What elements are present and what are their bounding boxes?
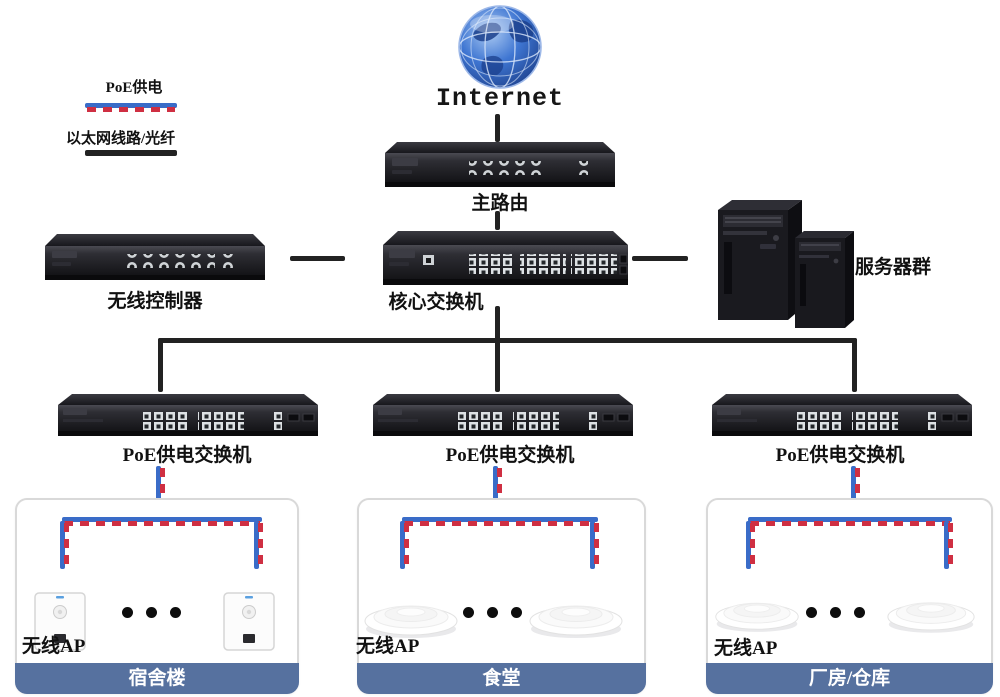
poe-switch-3-label: PoE供电交换机	[775, 445, 905, 466]
legend-ethernet-line-sample-icon	[85, 150, 177, 156]
zone-1-poe-drop-right	[254, 521, 263, 569]
ceiling-ap-icon	[714, 593, 800, 635]
server-group-icon	[700, 198, 860, 333]
poe-feed-zone-2	[493, 466, 502, 523]
core-switch-icon	[383, 228, 628, 288]
ceiling-ap-icon	[528, 596, 624, 640]
ceiling-ap-icon	[363, 596, 459, 640]
ellipsis-dots-icon	[122, 607, 181, 618]
zone-2-ap-label: 无线AP	[356, 636, 420, 657]
wireless-controller-icon	[45, 232, 265, 284]
internet-label: Internet	[435, 84, 565, 113]
zone-canteen-name-bar: 食堂	[357, 663, 646, 694]
poe-feed-zone-1	[156, 466, 165, 523]
link-internet-router	[495, 114, 500, 142]
zone-dormitory-name-bar: 宿舍楼	[15, 663, 299, 694]
link-router-coreswitch	[495, 211, 500, 230]
core-switch-label: 核心交换机	[388, 292, 484, 313]
legend-ethernet-label: 以太网线路/光纤	[66, 131, 176, 147]
ellipsis-dots-icon	[463, 607, 522, 618]
wireless-controller-label: 无线控制器	[107, 291, 203, 312]
poe-switch-1-label: PoE供电交换机	[122, 445, 252, 466]
poe-switch-2-label: PoE供电交换机	[445, 445, 575, 466]
zone-3-poe-trunk	[748, 517, 952, 526]
poe-feed-zone-3	[851, 466, 860, 523]
main-router-label: 主路由	[471, 193, 529, 214]
zone-1-ap-label: 无线AP	[22, 636, 86, 657]
server-group-label: 服务器群	[855, 257, 932, 278]
legend-poe-label: PoE供电	[105, 80, 163, 96]
link-controller-coreswitch	[290, 256, 345, 261]
distribution-bus-line	[158, 338, 857, 343]
zone-factory-name-bar: 厂房/仓库	[706, 663, 993, 694]
link-bus-poeswitch-3	[852, 338, 857, 392]
zone-2-poe-drop-left	[400, 521, 409, 569]
link-coreswitch-servers	[632, 256, 688, 261]
link-bus-poeswitch-2	[495, 338, 500, 392]
poe-switch-3-icon	[712, 392, 972, 438]
zone-3-ap-label: 无线AP	[714, 638, 778, 659]
wall-ap-icon	[222, 590, 276, 652]
poe-switch-2-icon	[373, 392, 633, 438]
ellipsis-dots-icon	[806, 607, 865, 618]
zone-3-poe-drop-right	[944, 521, 953, 569]
legend-poe-line-sample-icon	[85, 103, 177, 112]
zone-2-poe-trunk	[402, 517, 598, 526]
ceiling-ap-icon	[886, 593, 976, 635]
internet-globe-icon	[454, 4, 546, 90]
zone-1-poe-drop-left	[60, 521, 69, 569]
zone-3-poe-drop-left	[746, 521, 755, 569]
zone-2-poe-drop-right	[590, 521, 599, 569]
link-bus-poeswitch-1	[158, 338, 163, 392]
link-coreswitch-bus	[495, 306, 500, 340]
zone-1-poe-trunk	[62, 517, 262, 526]
poe-switch-1-icon	[58, 392, 318, 438]
wall-ap-icon	[33, 590, 87, 652]
main-router-icon	[385, 140, 615, 190]
